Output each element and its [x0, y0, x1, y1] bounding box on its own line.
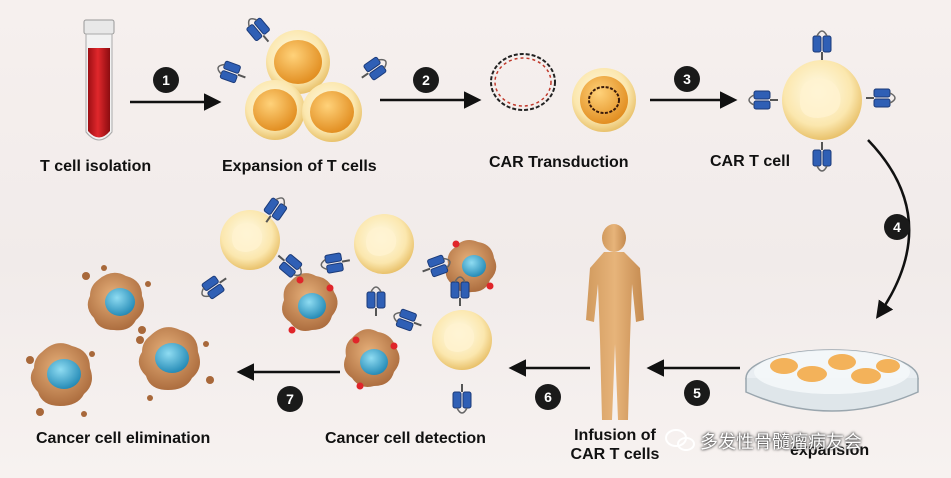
step-badge-5: 5 — [684, 380, 710, 406]
label-car-t-cell: CAR T cell — [710, 153, 791, 170]
step-badge-4: 4 — [884, 214, 910, 240]
svg-text:5: 5 — [693, 385, 701, 401]
wechat-icon — [665, 429, 695, 451]
step-badge-6: 6 — [535, 384, 561, 410]
svg-text:6: 6 — [544, 389, 552, 405]
petri-dish-icon — [745, 349, 919, 412]
label-expansion-t-cells: Expansion of T cells — [222, 158, 377, 175]
watermark-text: 多发性骨髓瘤病友会 — [700, 432, 862, 453]
label-cancer-elimination: Cancer cell elimination — [36, 430, 211, 447]
svg-text:2: 2 — [422, 72, 430, 88]
label-cancer-detection: Cancer cell detection — [325, 430, 486, 447]
svg-text:3: 3 — [683, 71, 691, 87]
svg-text:1: 1 — [162, 72, 170, 88]
label-infusion: Infusion of CAR T cells — [560, 426, 670, 464]
label-expansion: expansion — [790, 442, 870, 459]
transduced-cell-icon — [572, 68, 636, 132]
step-badge-7: 7 — [277, 386, 303, 412]
label-infusion-line2: CAR T cells — [570, 446, 660, 463]
label-t-cell-isolation: T cell isolation — [40, 158, 152, 175]
step-badge-2: 2 — [413, 67, 439, 93]
eliminated-cancer-cells-icon — [26, 265, 214, 417]
human-figure-icon — [586, 224, 644, 420]
blood-tube-icon — [83, 19, 115, 141]
label-infusion-line1: Infusion of — [574, 427, 656, 444]
step-badge-1: 1 — [153, 67, 179, 93]
car-plasmid-icon — [490, 53, 556, 111]
detection-cluster-icon — [196, 192, 497, 414]
car-t-cell-icon — [748, 30, 896, 172]
svg-text:4: 4 — [893, 219, 901, 235]
label-car-transduction: CAR Transduction — [489, 154, 629, 171]
step-badge-3: 3 — [674, 66, 700, 92]
svg-text:7: 7 — [286, 391, 294, 407]
expanding-t-cells-icon — [214, 12, 392, 142]
